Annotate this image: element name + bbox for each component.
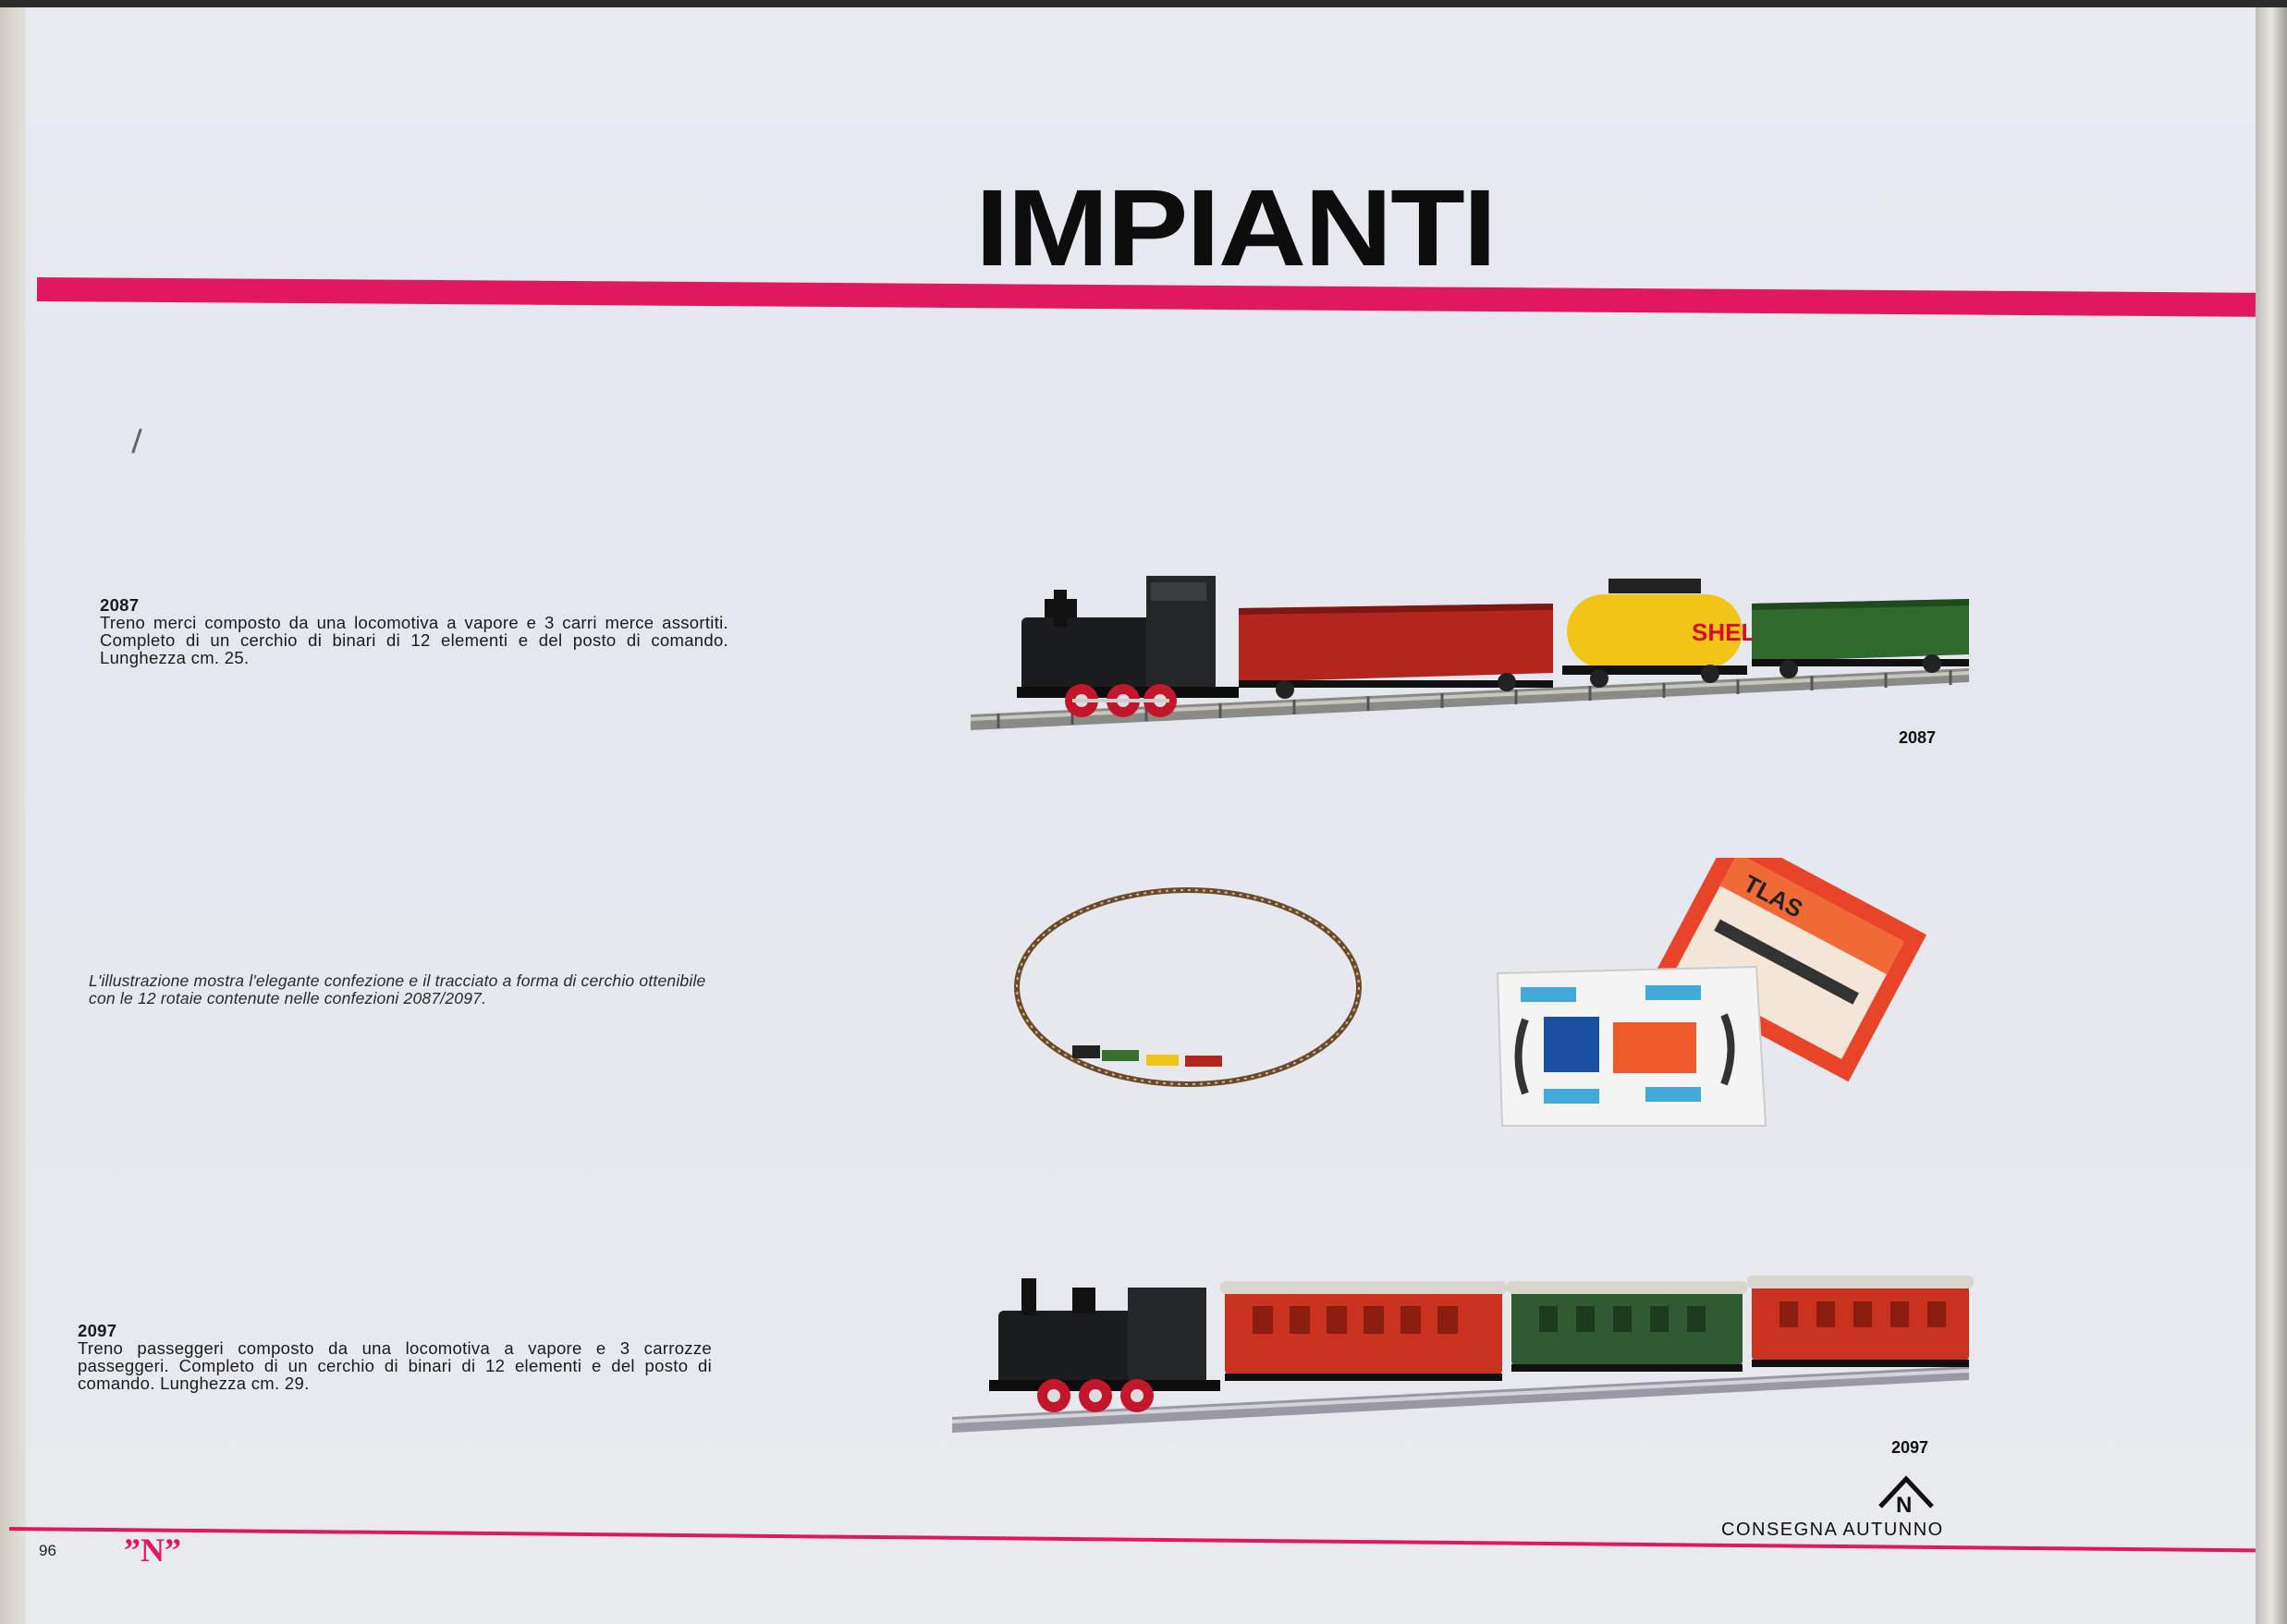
product-description: Treno passeggeri composto da una locomot… [78, 1338, 712, 1393]
image-label-2097: 2097 [1891, 1438, 1929, 1457]
illustration-caption: L'illustrazione mostra l'elegante confez… [89, 971, 706, 1007]
red-open-wagon [1239, 604, 1553, 699]
green-open-wagon [1752, 599, 1969, 678]
page-number: 96 [39, 1542, 56, 1559]
product-entry-2097: 2097 Treno passeggeri composto da una lo… [78, 1322, 712, 1392]
product-entry-2087: 2087 Treno merci composto da una locomot… [100, 596, 728, 666]
image-label-2087: 2087 [1899, 728, 1937, 747]
n-logo-letter: N [1896, 1493, 1912, 1514]
track-circle-image [1014, 887, 1362, 1087]
page-title: IMPIANTI [975, 167, 1497, 289]
delivery-note: CONSEGNA AUTUNNO [1721, 1520, 1944, 1540]
red-passenger-coach [1220, 1281, 1507, 1381]
shell-tank-wagon: SHELL [1562, 579, 1770, 688]
passenger-train-image [952, 1276, 1974, 1433]
mini-train [1072, 1045, 1222, 1067]
red-passenger-coach-rear [1747, 1276, 1974, 1367]
green-passenger-coach [1507, 1281, 1747, 1372]
boxed-set-image: TLAS [1496, 858, 1927, 1127]
catalog-page: IMPIANTI 2087 Treno merci composto da un… [0, 7, 2287, 1624]
product-code: 2097 [78, 1321, 117, 1340]
box-tray [1496, 965, 1767, 1127]
steam-locomotive [989, 1278, 1220, 1412]
n-scale-logo-icon: N [1878, 1475, 1934, 1514]
page-left-edge [0, 7, 26, 1624]
steam-locomotive [1017, 576, 1239, 717]
product-code: 2087 [100, 595, 140, 615]
scale-mark: ”N” [124, 1532, 181, 1569]
freight-train-image: SHELL [971, 576, 1969, 730]
product-description: Treno merci composto da una locomotiva a… [100, 613, 728, 667]
page-right-edge [2256, 7, 2287, 1624]
dust-mark [131, 428, 142, 454]
box-lid: TLAS [1652, 858, 1927, 1082]
